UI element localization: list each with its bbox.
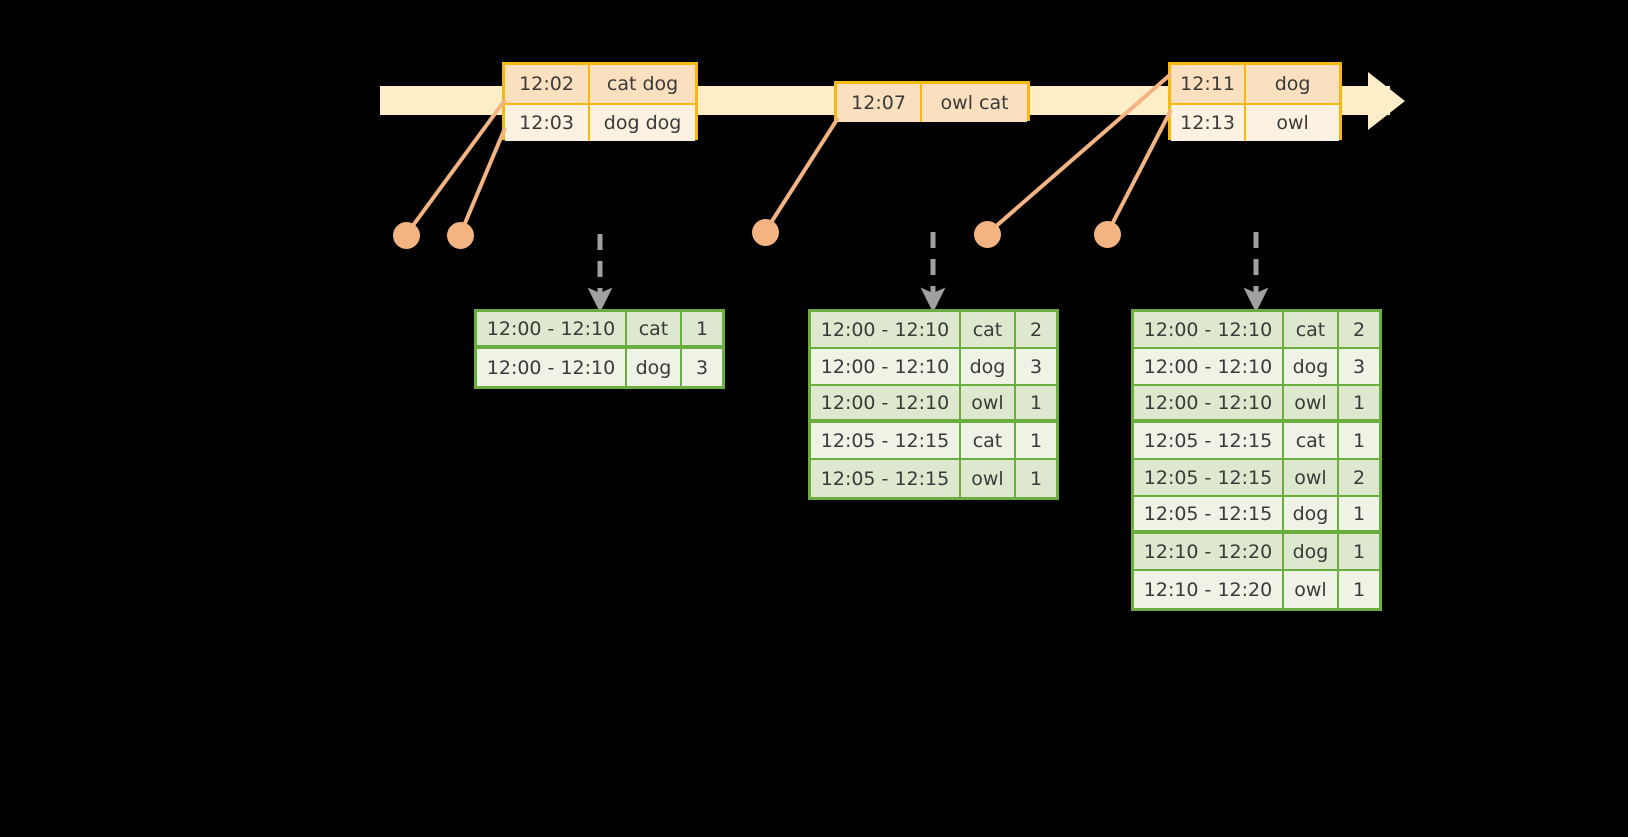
table-row: 12:05 - 12:15 cat 1 bbox=[1134, 423, 1379, 460]
cell-key: owl bbox=[959, 386, 1014, 419]
cell-key: dog bbox=[1282, 349, 1337, 384]
cell-key: dog bbox=[1282, 497, 1337, 530]
event-value: cat dog bbox=[588, 65, 695, 103]
cell-count: 1 bbox=[1337, 386, 1379, 419]
cell-window: 12:10 - 12:20 bbox=[1134, 534, 1282, 569]
result-table-1: 12:00 - 12:10 cat 1 12:00 - 12:10 dog 3 bbox=[474, 309, 725, 389]
cell-key: cat bbox=[625, 312, 680, 345]
result-table-2: 12:00 - 12:10 cat 2 12:00 - 12:10 dog 3 … bbox=[808, 309, 1059, 500]
event-connector-dot bbox=[974, 221, 1001, 248]
table-row: 12:00 - 12:10 dog 3 bbox=[1134, 349, 1379, 386]
cell-count: 1 bbox=[1337, 423, 1379, 458]
table-row: 12:05 - 12:15 dog 1 bbox=[1134, 497, 1379, 534]
cell-key: dog bbox=[959, 349, 1014, 384]
cell-count: 3 bbox=[1014, 349, 1056, 384]
event-time: 12:11 bbox=[1171, 65, 1245, 103]
cell-key: dog bbox=[1282, 534, 1337, 569]
cell-count: 1 bbox=[1337, 534, 1379, 569]
event-row: 12:03 dog dog bbox=[505, 103, 695, 141]
cell-window: 12:05 - 12:15 bbox=[811, 423, 959, 458]
cell-key: cat bbox=[959, 312, 1014, 347]
table-row: 12:05 - 12:15 cat 1 bbox=[811, 423, 1056, 460]
cell-count: 1 bbox=[1337, 497, 1379, 530]
cell-count: 1 bbox=[1014, 386, 1056, 419]
cell-count: 2 bbox=[1337, 312, 1379, 347]
table-row: 12:10 - 12:20 dog 1 bbox=[1134, 534, 1379, 571]
cell-key: owl bbox=[959, 460, 1014, 497]
event-value: owl bbox=[1244, 105, 1339, 141]
event-row: 12:11 dog bbox=[1171, 65, 1339, 103]
event-value: dog bbox=[1244, 65, 1339, 103]
cell-window: 12:05 - 12:15 bbox=[1134, 460, 1282, 495]
cell-count: 1 bbox=[1337, 571, 1379, 608]
cell-window: 12:00 - 12:10 bbox=[811, 349, 959, 384]
cell-key: cat bbox=[959, 423, 1014, 458]
event-connector-dot bbox=[752, 219, 779, 246]
table-row: 12:05 - 12:15 owl 1 bbox=[811, 460, 1056, 497]
event-time: 12:02 bbox=[505, 65, 589, 103]
cell-window: 12:00 - 12:10 bbox=[811, 386, 959, 419]
cell-count: 3 bbox=[680, 349, 722, 386]
cell-count: 1 bbox=[680, 312, 722, 345]
cell-key: dog bbox=[625, 349, 680, 386]
cell-count: 1 bbox=[1014, 423, 1056, 458]
table-row: 12:00 - 12:10 dog 3 bbox=[477, 349, 722, 386]
cell-key: cat bbox=[1282, 312, 1337, 347]
cell-window: 12:00 - 12:10 bbox=[1134, 312, 1282, 347]
result-table-3: 12:00 - 12:10 cat 2 12:00 - 12:10 dog 3 … bbox=[1131, 309, 1382, 611]
event-connector-dot bbox=[1094, 221, 1121, 248]
table-row: 12:05 - 12:15 owl 2 bbox=[1134, 460, 1379, 497]
event-row: 12:07 owl cat bbox=[837, 84, 1027, 122]
event-value: owl cat bbox=[920, 84, 1027, 122]
cell-key: owl bbox=[1282, 460, 1337, 495]
cell-window: 12:10 - 12:20 bbox=[1134, 571, 1282, 608]
event-row: 12:02 cat dog bbox=[505, 65, 695, 103]
event-group-2: 12:07 owl cat bbox=[834, 81, 1030, 122]
cell-key: owl bbox=[1282, 571, 1337, 608]
cell-window: 12:00 - 12:10 bbox=[1134, 386, 1282, 419]
table-row: 12:10 - 12:20 owl 1 bbox=[1134, 571, 1379, 608]
cell-window: 12:05 - 12:15 bbox=[811, 460, 959, 497]
event-value: dog dog bbox=[588, 105, 695, 141]
cell-count: 1 bbox=[1014, 460, 1056, 497]
cell-window: 12:05 - 12:15 bbox=[1134, 423, 1282, 458]
cell-count: 2 bbox=[1014, 312, 1056, 347]
event-row: 12:13 owl bbox=[1171, 103, 1339, 141]
table-row: 12:00 - 12:10 cat 2 bbox=[1134, 312, 1379, 349]
event-connector-dot bbox=[447, 222, 474, 249]
cell-window: 12:00 - 12:10 bbox=[1134, 349, 1282, 384]
cell-window: 12:05 - 12:15 bbox=[1134, 497, 1282, 530]
cell-count: 3 bbox=[1337, 349, 1379, 384]
table-row: 12:00 - 12:10 owl 1 bbox=[811, 386, 1056, 423]
cell-window: 12:00 - 12:10 bbox=[477, 312, 625, 345]
table-row: 12:00 - 12:10 cat 2 bbox=[811, 312, 1056, 349]
event-time: 12:13 bbox=[1171, 105, 1245, 141]
event-connector-dot bbox=[393, 222, 420, 249]
cell-key: cat bbox=[1282, 423, 1337, 458]
timeline-arrowhead-icon bbox=[1368, 72, 1405, 130]
event-time: 12:03 bbox=[505, 105, 589, 141]
cell-window: 12:00 - 12:10 bbox=[811, 312, 959, 347]
cell-window: 12:00 - 12:10 bbox=[477, 349, 625, 386]
table-row: 12:00 - 12:10 owl 1 bbox=[1134, 386, 1379, 423]
table-row: 12:00 - 12:10 dog 3 bbox=[811, 349, 1056, 386]
cell-count: 2 bbox=[1337, 460, 1379, 495]
event-group-3: 12:11 dog 12:13 owl bbox=[1168, 62, 1342, 141]
event-group-1: 12:02 cat dog 12:03 dog dog bbox=[502, 62, 698, 141]
cell-key: owl bbox=[1282, 386, 1337, 419]
event-time: 12:07 bbox=[837, 84, 921, 122]
table-row: 12:00 - 12:10 cat 1 bbox=[477, 312, 722, 349]
